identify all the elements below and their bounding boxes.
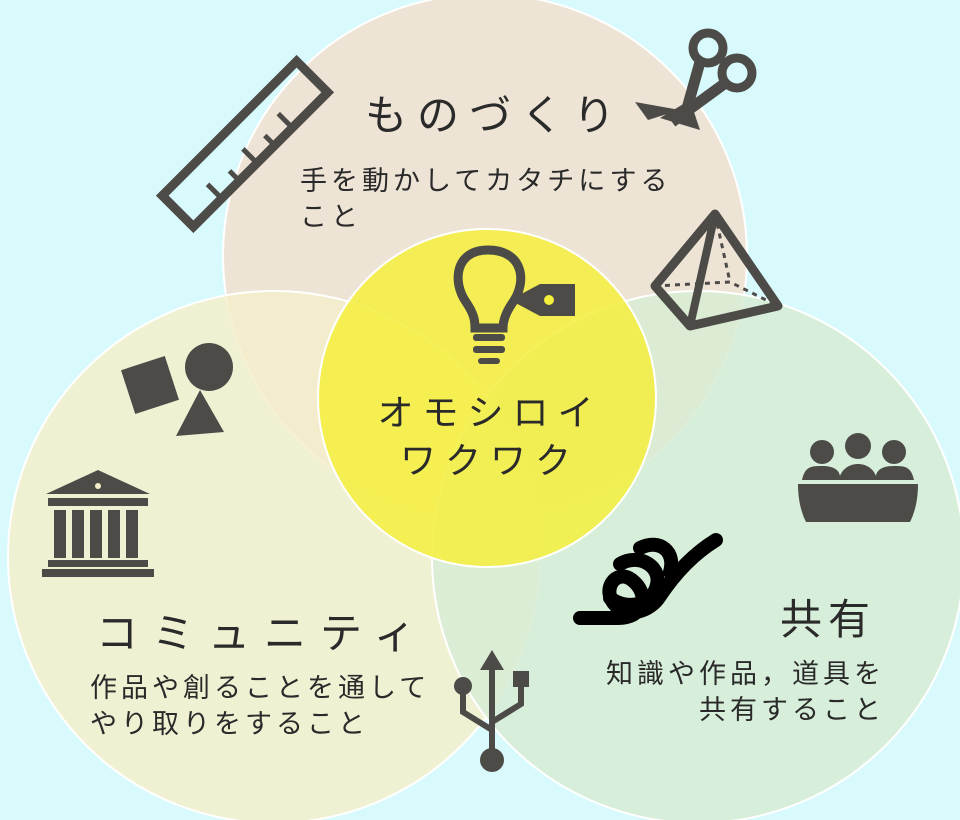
center-label-line2: ワクワク bbox=[399, 441, 580, 482]
community-title: コミュニティ bbox=[96, 609, 430, 658]
lightbulb-tag-icon bbox=[453, 245, 575, 364]
pyramid-icon bbox=[650, 209, 783, 331]
shapes-icon bbox=[121, 343, 233, 436]
share-title: 共有 bbox=[780, 595, 877, 644]
share-description: 知識や作品，道具を共有すること bbox=[606, 659, 885, 726]
usb-icon bbox=[454, 650, 529, 772]
community-description: 作品や創ることを通してやり取りをすること bbox=[90, 673, 431, 740]
center-label-line1: オモシロイ bbox=[377, 393, 603, 434]
monozukuri-description: 手を動かしてカタチにすること bbox=[300, 166, 672, 233]
knot-icon bbox=[573, 533, 723, 625]
scissors-icon bbox=[635, 28, 757, 130]
building-icon bbox=[42, 470, 154, 577]
people-icon bbox=[798, 433, 918, 522]
monozukuri-title: ものづくり bbox=[365, 91, 626, 140]
ruler-icon bbox=[155, 54, 335, 234]
